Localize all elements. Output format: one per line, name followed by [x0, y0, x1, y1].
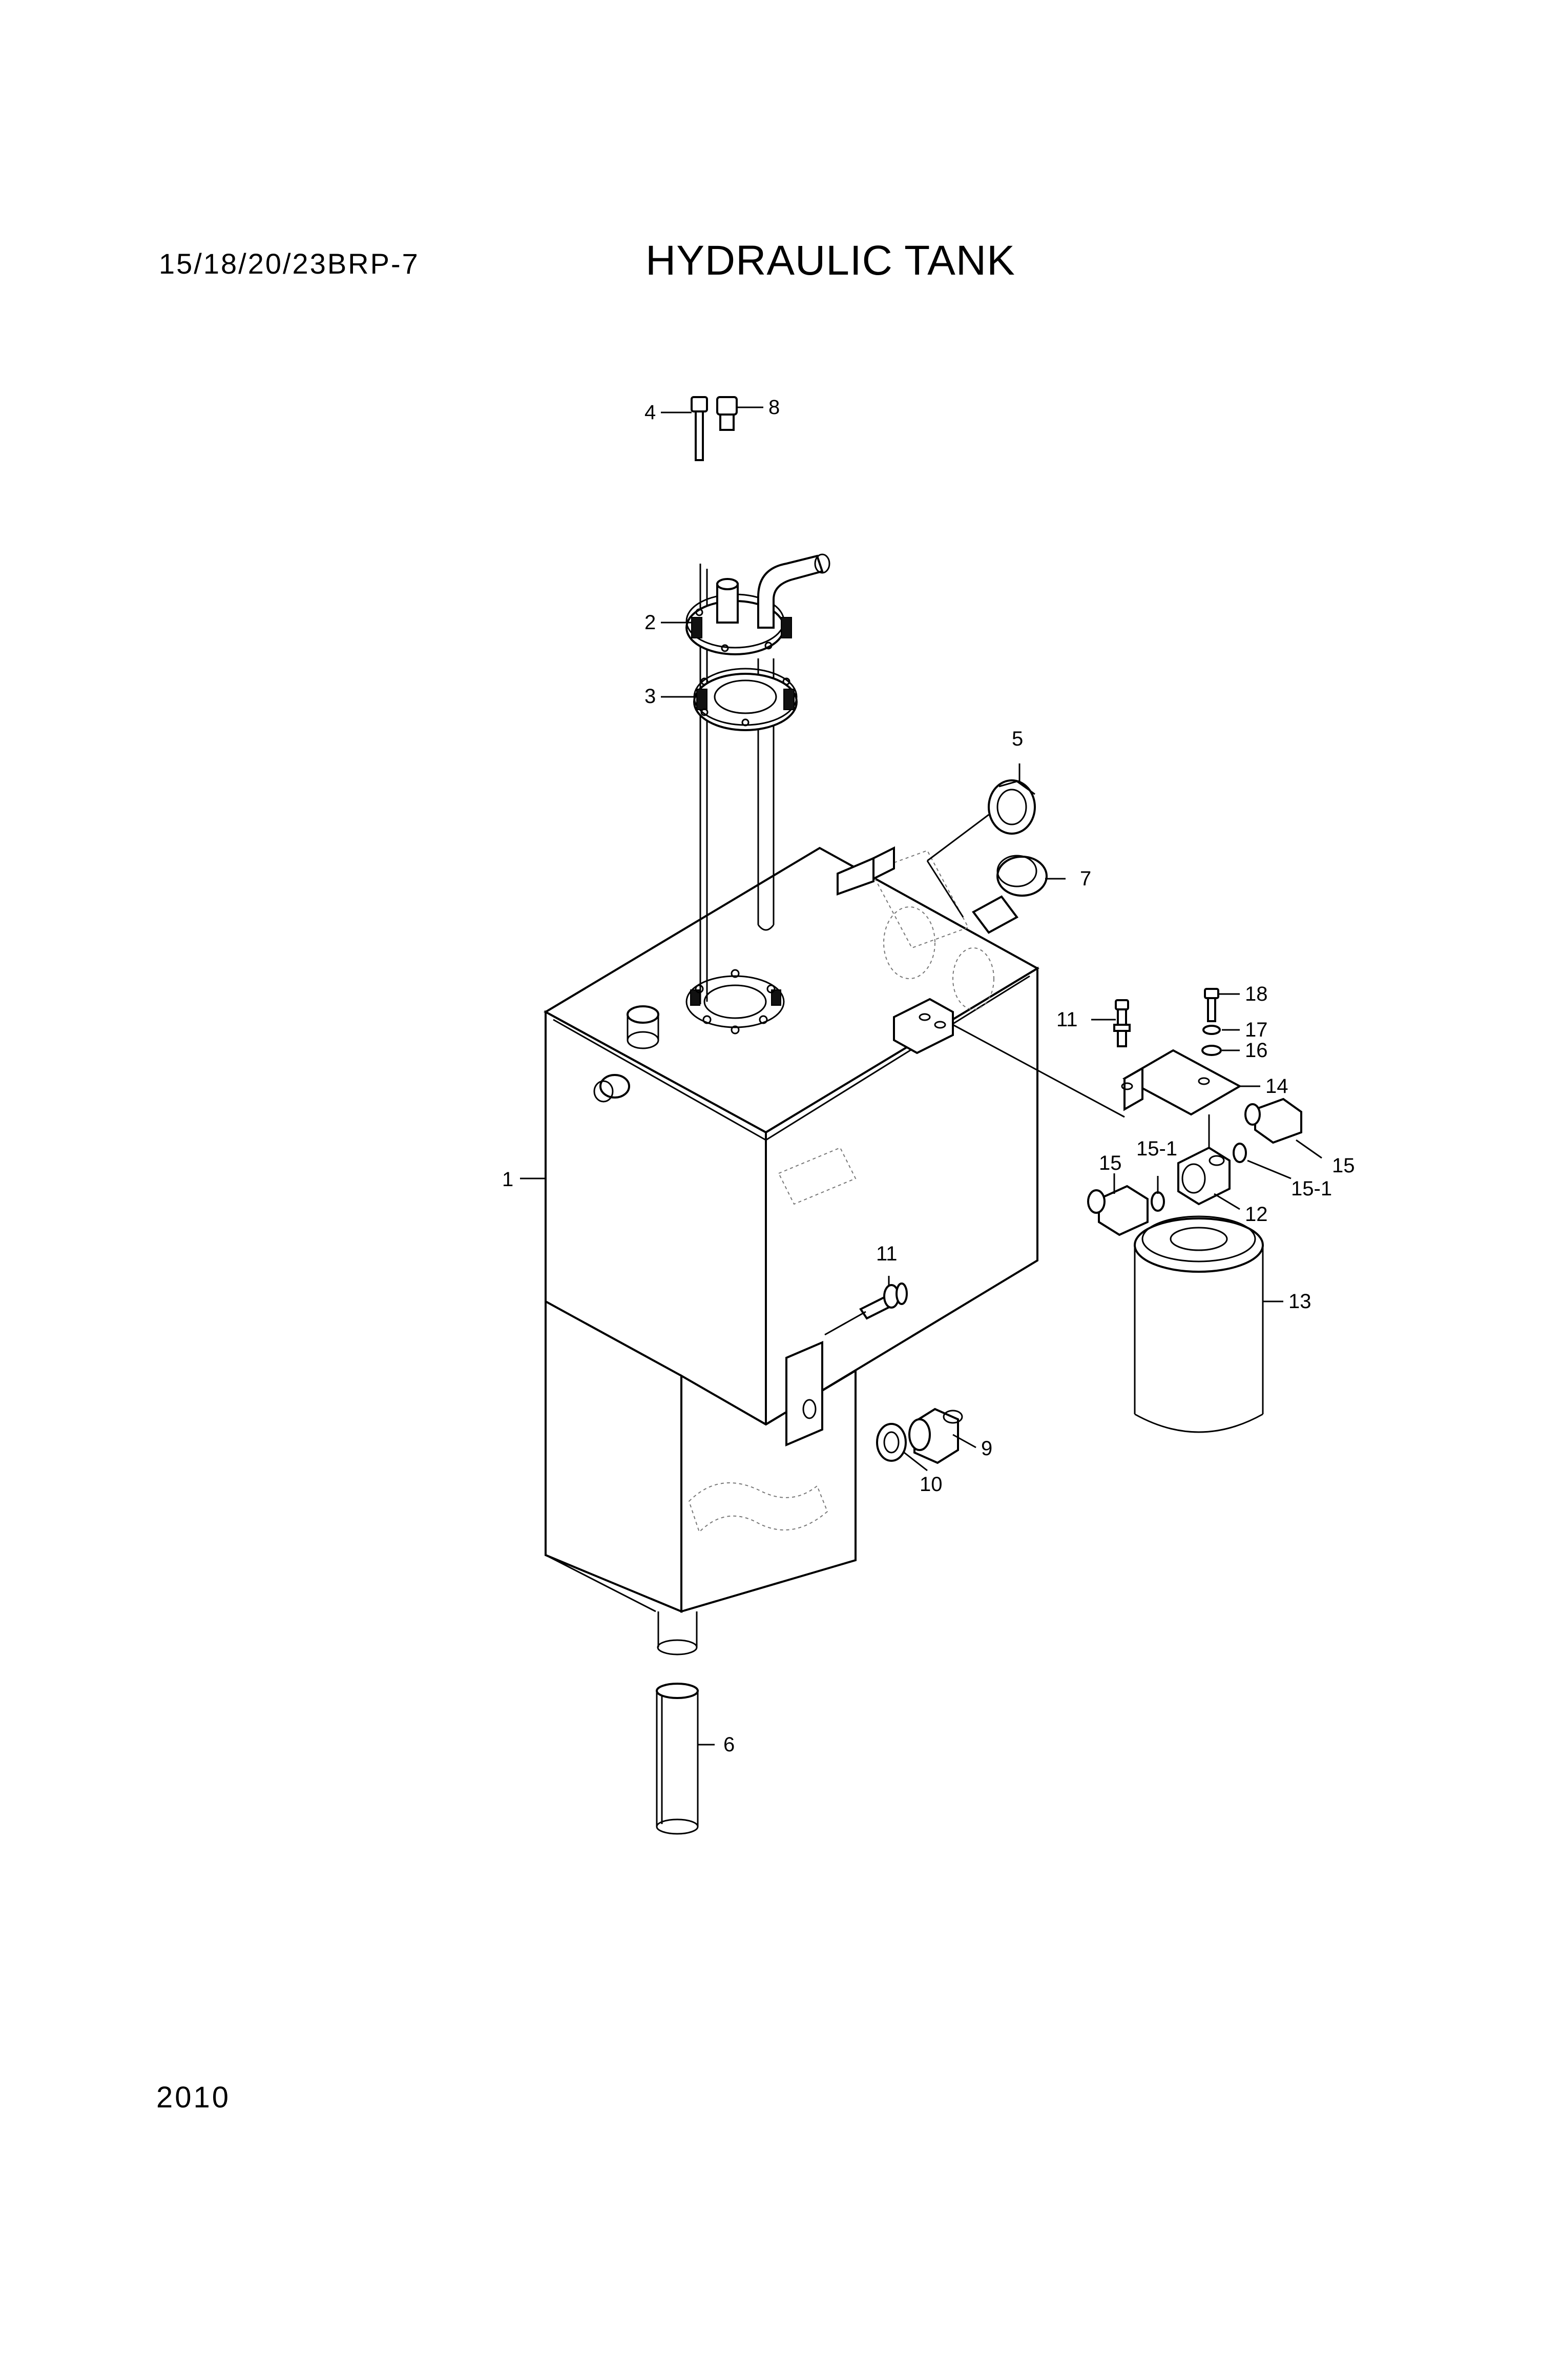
o-ring-part-15-1-left — [1151, 1191, 1165, 1212]
elbow-fitting-part-15-right — [1244, 1098, 1302, 1144]
callout-12: 12 — [1245, 1203, 1268, 1226]
page-number: 2010 — [156, 2081, 231, 2114]
page-title: HYDRAULIC TANK — [645, 237, 1015, 284]
suction-pipe-part-6 — [656, 1683, 699, 1835]
fitting-part-9 — [908, 1408, 963, 1464]
callout-3: 3 — [644, 685, 656, 708]
callout-8: 8 — [768, 396, 780, 419]
callout-17: 17 — [1245, 1019, 1268, 1041]
model-number: 15/18/20/23BRP-7 — [159, 247, 420, 280]
bolt-part-18 — [1204, 988, 1219, 1022]
callout-18: 18 — [1245, 983, 1268, 1005]
callout-6: 6 — [723, 1733, 735, 1756]
callout-13: 13 — [1288, 1290, 1311, 1313]
callout-15-right: 15 — [1332, 1154, 1355, 1177]
callout-11-lower: 11 — [876, 1243, 898, 1265]
callout-15-1-right: 15-1 — [1291, 1177, 1332, 1200]
suction-cover-part-2 — [685, 553, 830, 655]
filler-cap-part-5 — [926, 779, 1036, 918]
plug-part-8 — [716, 396, 738, 431]
washer-part-10 — [876, 1423, 907, 1462]
callout-4: 4 — [644, 401, 656, 424]
callout-15-1-left: 15-1 — [1136, 1137, 1177, 1160]
gasket-part-3 — [693, 668, 798, 731]
fitting-part-11-lower — [824, 1282, 908, 1336]
callout-16: 16 — [1245, 1039, 1268, 1062]
strainer-part-7 — [996, 855, 1048, 897]
callout-7: 7 — [1080, 867, 1091, 890]
callout-11-upper: 11 — [1056, 1008, 1078, 1031]
fitting-part-11-upper — [1113, 999, 1131, 1047]
callout-14: 14 — [1265, 1075, 1288, 1098]
callout-15-left: 15 — [1099, 1152, 1122, 1174]
elbow-fitting-part-15-left — [1087, 1185, 1149, 1236]
callout-2: 2 — [644, 611, 656, 634]
washer-part-17 — [1202, 1025, 1221, 1035]
hydraulic-tank-body — [543, 564, 1039, 1655]
filter-cartridge-part-13 — [1134, 1215, 1264, 1433]
o-ring-part-15-1-right — [1233, 1143, 1247, 1163]
callout-9: 9 — [981, 1437, 992, 1460]
callout-leaders — [520, 406, 1322, 1746]
callout-10: 10 — [920, 1473, 943, 1496]
bolt-part-4 — [691, 396, 708, 461]
callout-1: 1 — [502, 1168, 513, 1191]
callout-5: 5 — [1012, 728, 1023, 750]
filter-head-part-12 — [1177, 1146, 1231, 1206]
washer-part-16 — [1201, 1045, 1222, 1056]
